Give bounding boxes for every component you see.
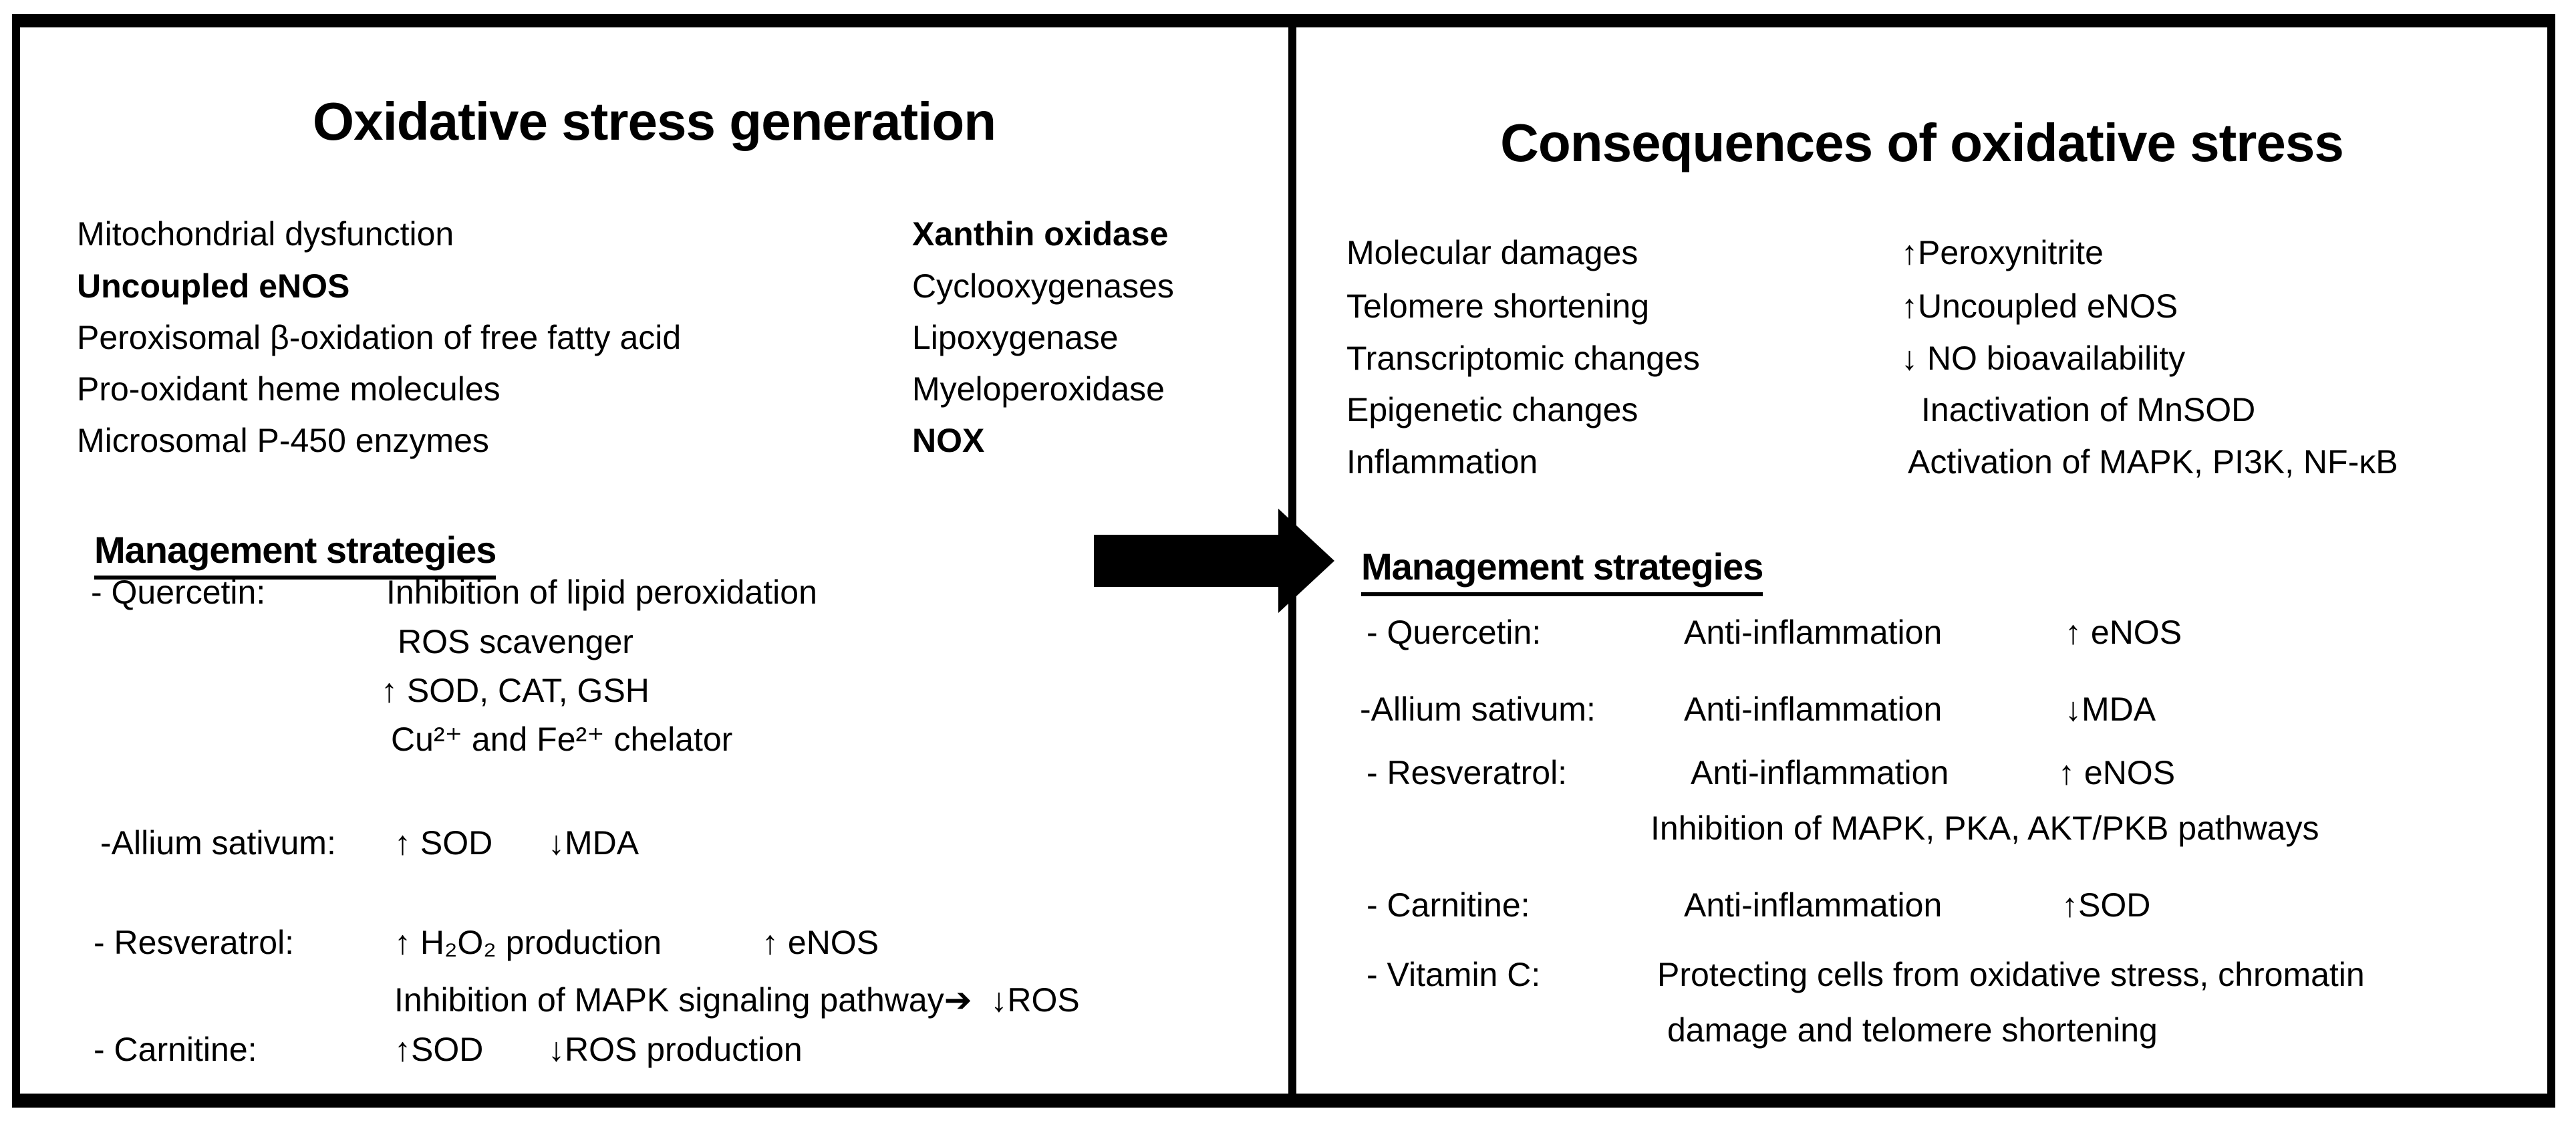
list-item-source: Peroxisomal β-oxidation of free fatty ac… bbox=[77, 319, 682, 356]
agent-label: - Vitamin C: bbox=[1367, 956, 1541, 993]
left-management-heading: Management strategies bbox=[94, 529, 496, 580]
list-item-enzyme: Cyclooxygenases bbox=[912, 267, 1174, 305]
agent-effect: ↑ eNOS bbox=[2065, 614, 2182, 651]
list-item-enzyme: Lipoxygenase bbox=[912, 319, 1119, 356]
list-item-source: Pro-oxidant heme molecules bbox=[77, 370, 500, 408]
agent-effect: Inhibition of MAPK signaling pathway➔ ↓R… bbox=[394, 981, 1080, 1019]
agent-effect: ↑SOD bbox=[394, 1031, 484, 1068]
list-item-source: Microsomal P-450 enzymes bbox=[77, 422, 489, 459]
agent-label: - Carnitine: bbox=[1367, 886, 1530, 924]
agent-label: -Allium sativum: bbox=[100, 824, 336, 862]
frame-bottom-border bbox=[12, 1094, 2555, 1108]
agent-effect: Inhibition of MAPK, PKA, AKT/PKB pathway… bbox=[1651, 809, 2319, 847]
list-item-consequence: Molecular damages bbox=[1346, 234, 1638, 271]
agent-label: - Resveratrol: bbox=[94, 924, 295, 961]
agent-effect: ROS scavenger bbox=[398, 623, 633, 660]
agent-effect: ↑ eNOS bbox=[2058, 754, 2176, 791]
agent-effect: ↓ROS production bbox=[548, 1031, 803, 1068]
list-item-consequence: Telomere shortening bbox=[1346, 287, 1650, 325]
agent-effect: Protecting cells from oxidative stress, … bbox=[1657, 956, 2365, 993]
agent-label: - Quercetin: bbox=[1367, 614, 1542, 651]
list-item-enzyme: Myeloperoxidase bbox=[912, 370, 1165, 408]
agent-effect: Anti-inflammation bbox=[1691, 754, 1949, 791]
list-item-enzyme: Xanthin oxidase bbox=[912, 215, 1169, 253]
agent-effect: ↑ SOD bbox=[394, 824, 493, 862]
flow-arrow-head bbox=[1278, 509, 1334, 613]
frame-right-border bbox=[2547, 14, 2555, 1108]
list-item-effect: Inactivation of MnSOD bbox=[1921, 391, 2256, 428]
agent-label: - Resveratrol: bbox=[1367, 754, 1568, 791]
list-item-consequence: Transcriptomic changes bbox=[1346, 340, 1700, 377]
agent-label: -Allium sativum: bbox=[1360, 690, 1596, 728]
frame-top-border bbox=[12, 14, 2555, 27]
list-item-effect: ↑Peroxynitrite bbox=[1901, 234, 2104, 271]
list-item-effect: Activation of MAPK, PI3K, NF-κB bbox=[1908, 443, 2398, 481]
agent-effect: ↓MDA bbox=[548, 824, 639, 862]
agent-effect: Anti-inflammation bbox=[1684, 886, 1943, 924]
agent-effect: ↑SOD bbox=[2061, 886, 2151, 924]
agent-effect: ↓MDA bbox=[2065, 690, 2156, 728]
list-item-enzyme: NOX bbox=[912, 422, 985, 459]
flow-arrow-body bbox=[1094, 535, 1278, 587]
agent-label: - Carnitine: bbox=[94, 1031, 257, 1068]
list-item-source: Uncoupled eNOS bbox=[77, 267, 350, 305]
agent-effect: Anti-inflammation bbox=[1684, 690, 1943, 728]
right-panel-title: Consequences of oxidative stress bbox=[1500, 113, 2344, 172]
agent-effect: ↑ H₂O₂ production bbox=[394, 924, 662, 961]
agent-effect: Anti-inflammation bbox=[1684, 614, 1943, 651]
list-item-source: Mitochondrial dysfunction bbox=[77, 215, 454, 253]
list-item-consequence: Epigenetic changes bbox=[1346, 391, 1638, 428]
agent-effect: damage and telomere shortening bbox=[1667, 1011, 2158, 1049]
agent-effect: ↑ eNOS bbox=[762, 924, 879, 961]
list-item-consequence: Inflammation bbox=[1346, 443, 1538, 481]
agent-effect: Cu²⁺ and Fe²⁺ chelator bbox=[391, 721, 733, 758]
left-panel-title: Oxidative stress generation bbox=[312, 92, 996, 151]
agent-effect: ↑ SOD, CAT, GSH bbox=[381, 672, 650, 709]
list-item-effect: ↓ NO bioavailability bbox=[1901, 340, 2186, 377]
agent-label: - Quercetin: bbox=[91, 574, 266, 611]
frame-left-border bbox=[12, 14, 20, 1108]
right-management-heading: Management strategies bbox=[1361, 545, 1763, 597]
list-item-effect: ↑Uncoupled eNOS bbox=[1901, 287, 2178, 325]
agent-effect: Inhibition of lipid peroxidation bbox=[386, 574, 817, 611]
